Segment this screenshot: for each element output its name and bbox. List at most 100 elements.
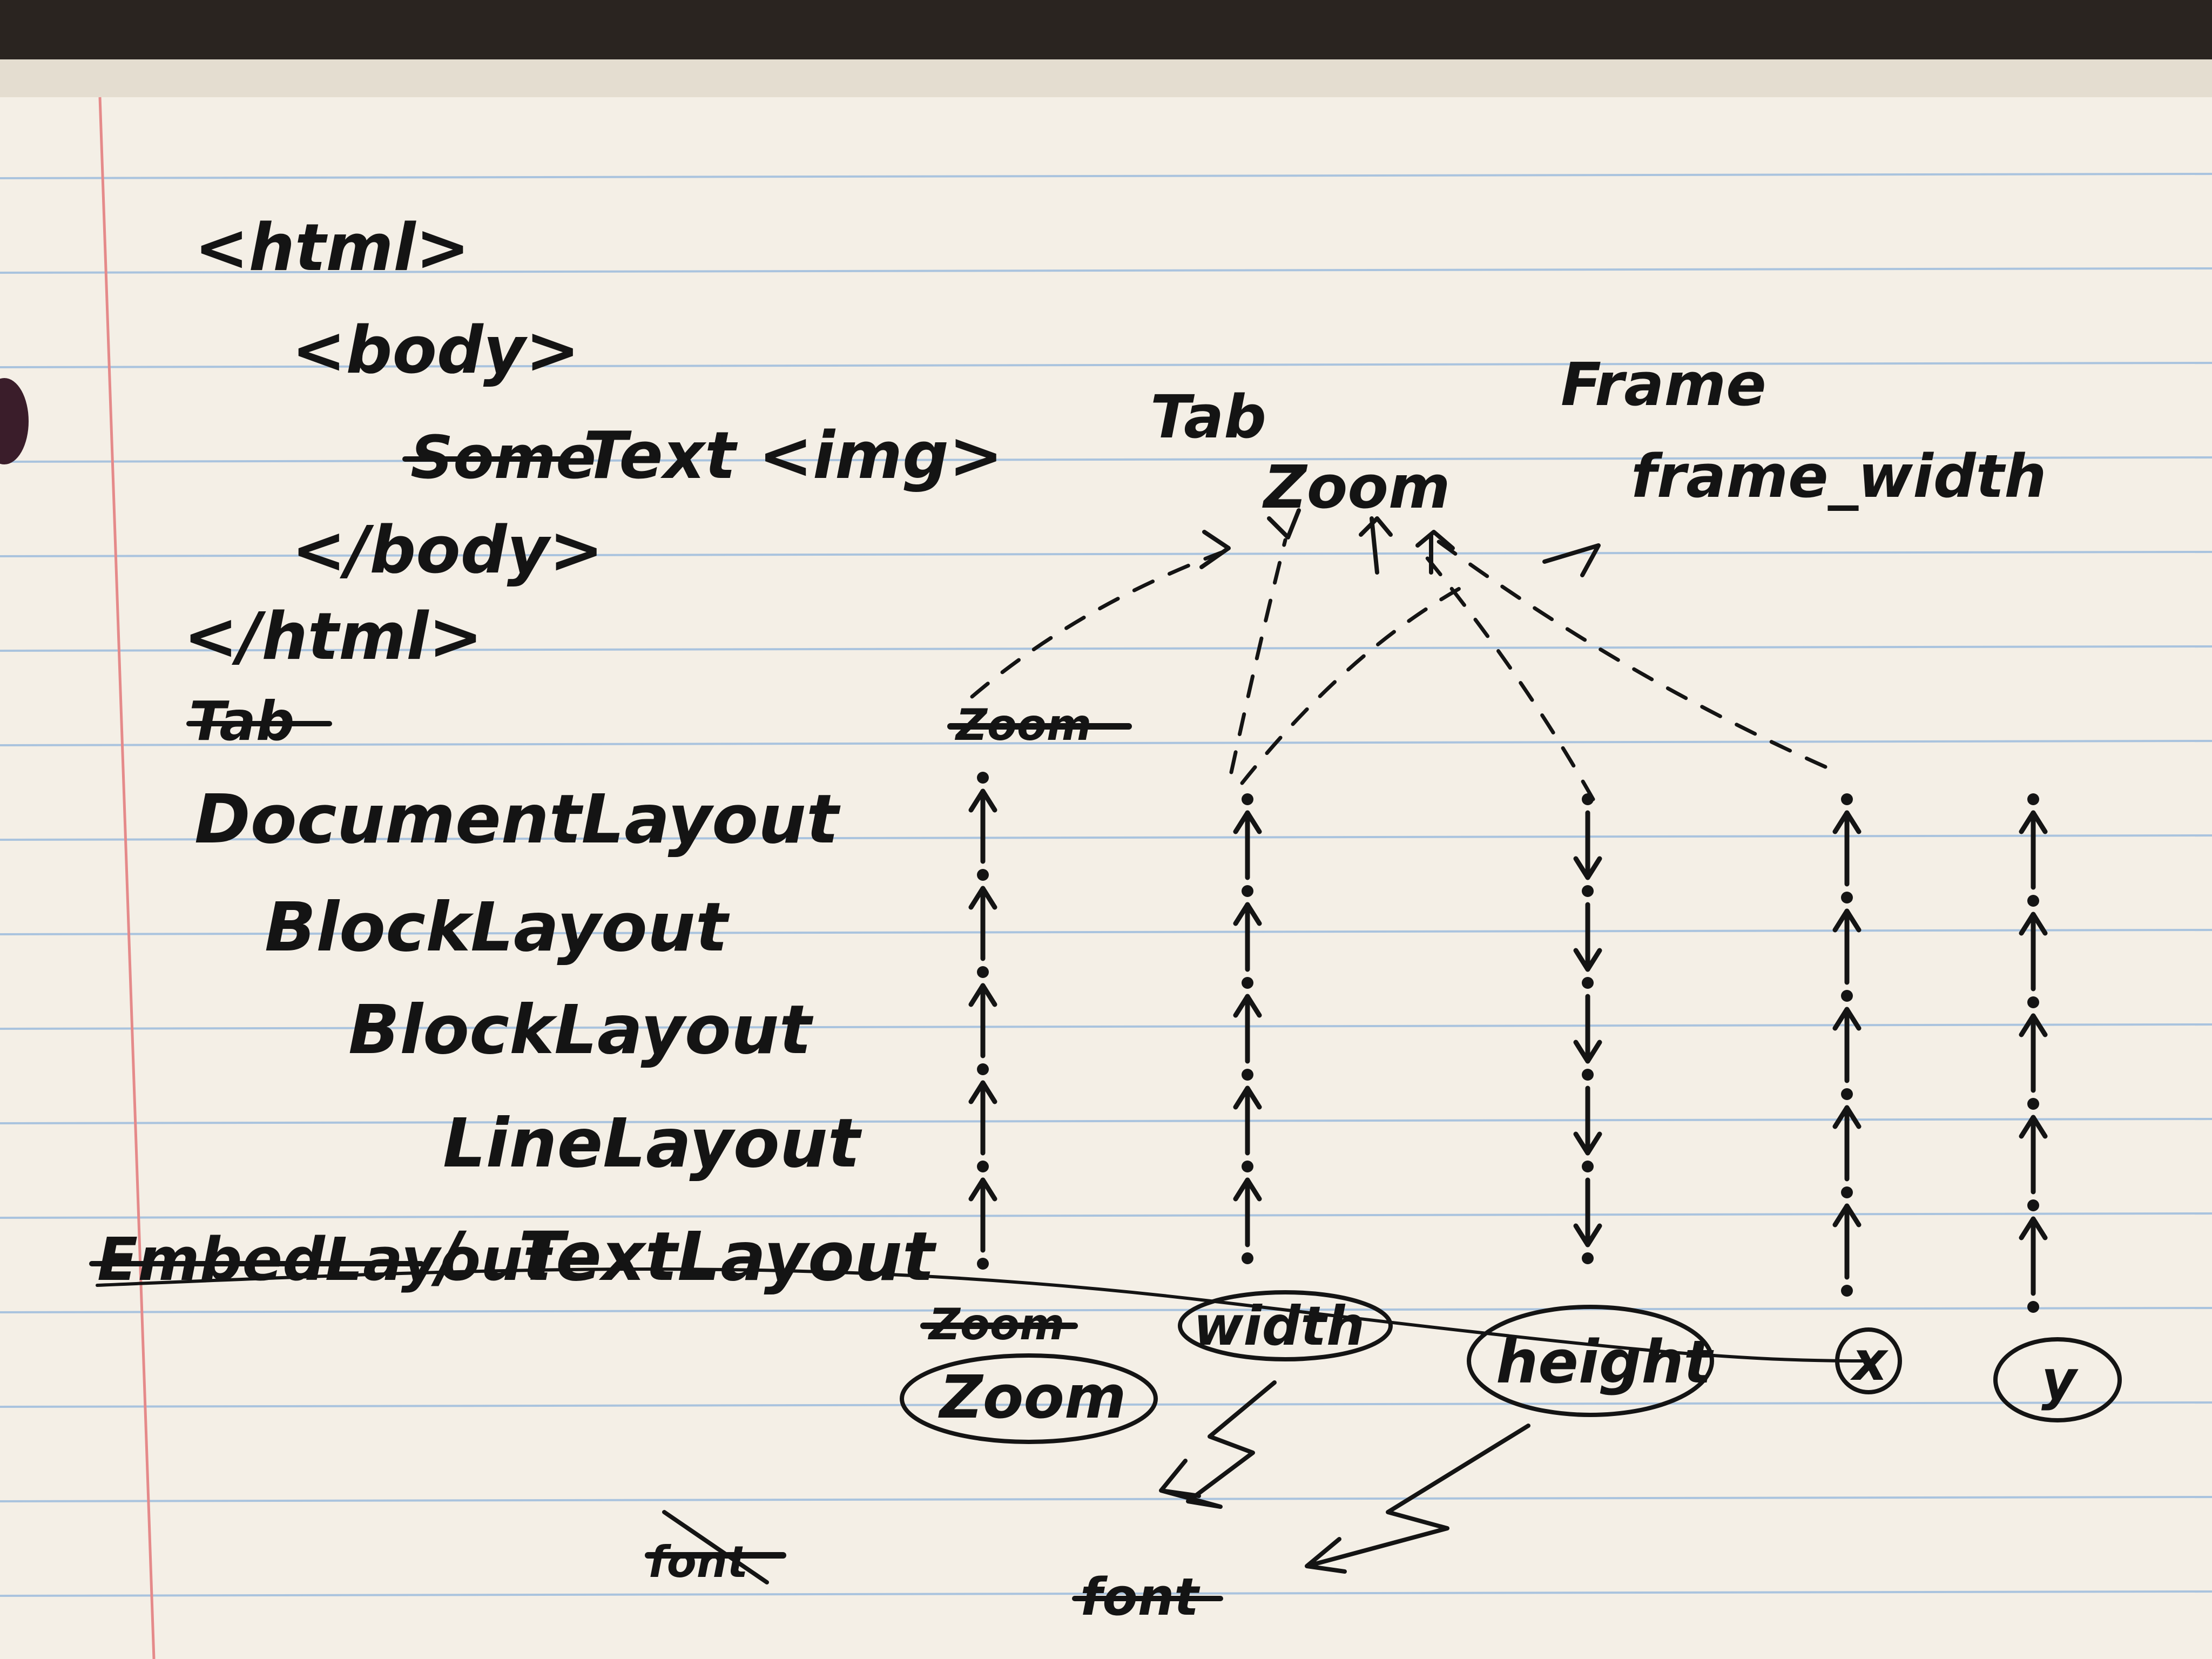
chain-dot bbox=[1841, 990, 1853, 1002]
rule-line bbox=[0, 740, 2212, 746]
rule-line bbox=[0, 362, 2212, 368]
block-layout-label-2: BlockLayout bbox=[348, 991, 814, 1069]
html-open-tag: <html> bbox=[194, 211, 470, 286]
chain-arrowhead bbox=[2019, 912, 2048, 936]
rule-line bbox=[0, 929, 2212, 935]
chain-dot bbox=[2027, 1199, 2039, 1211]
chain-arrowhead bbox=[1832, 908, 1862, 933]
chain-arrowhead bbox=[1233, 1085, 1262, 1110]
zigzag-arrow-height-to-font bbox=[1305, 1424, 1530, 1574]
body-content: Text <img> bbox=[583, 419, 1003, 494]
margin-line bbox=[98, 97, 156, 1659]
font-crossed-left: font bbox=[645, 1510, 786, 1587]
width-field-ellipse bbox=[1178, 1290, 1393, 1361]
tab-crossed: Tab bbox=[186, 690, 332, 753]
chain-dot bbox=[1242, 977, 1253, 989]
html-close-tag: </html> bbox=[184, 599, 483, 675]
document-layout-label: DocumentLayout bbox=[194, 780, 841, 859]
y-field-ellipse bbox=[1993, 1337, 2122, 1422]
chain-dot bbox=[1242, 885, 1253, 897]
dependency-arrowhead bbox=[1199, 530, 1231, 569]
dependency-chains bbox=[968, 772, 2048, 1313]
chain-dot bbox=[2027, 996, 2039, 1008]
chain-dot bbox=[1582, 885, 1594, 897]
chain-dot bbox=[2027, 1301, 2039, 1313]
body-close-tag: </body> bbox=[292, 513, 603, 588]
block-layout-label-1: BlockLayout bbox=[265, 888, 730, 967]
dependency-dash bbox=[1424, 554, 1595, 801]
chain-dot bbox=[977, 1063, 989, 1075]
zigzag-arrow-width-to-font bbox=[1159, 1380, 1277, 1509]
paper-top-strip bbox=[0, 59, 2212, 97]
svg-text:font: font bbox=[648, 1537, 750, 1587]
zoom-field: Zoom bbox=[938, 1363, 1127, 1432]
chain-dot bbox=[977, 1161, 989, 1172]
binder-hole bbox=[0, 378, 29, 464]
chain-arrowhead bbox=[1832, 1203, 1862, 1228]
chain-dot bbox=[1582, 793, 1594, 805]
chain-arrowhead bbox=[1233, 902, 1262, 926]
zoom-field-ellipse bbox=[900, 1353, 1158, 1444]
chain-dot bbox=[1841, 1285, 1853, 1297]
width-field: width bbox=[1193, 1294, 1365, 1358]
chain-arrowhead bbox=[968, 983, 997, 1007]
chain-dot bbox=[1242, 1252, 1253, 1264]
chain-arrowhead bbox=[1573, 1223, 1602, 1247]
chain-dot bbox=[977, 1258, 989, 1270]
rule-line bbox=[0, 173, 2212, 179]
chain-dot bbox=[1582, 977, 1594, 989]
frame-width-source-label: frame_width bbox=[1631, 442, 2047, 511]
rule-line bbox=[0, 1590, 2212, 1597]
y-field: y bbox=[2041, 1348, 2079, 1412]
rule-line bbox=[0, 456, 2212, 463]
chain-arrowhead bbox=[1233, 994, 1262, 1018]
body-open-tag: <body> bbox=[292, 313, 580, 388]
chain-dot bbox=[1242, 793, 1253, 805]
chain-dot bbox=[2027, 793, 2039, 805]
body-content-crossed: Some bbox=[402, 423, 596, 492]
chain-arrowhead bbox=[968, 886, 997, 910]
dependency-arrowhead bbox=[1359, 516, 1393, 575]
rule-line bbox=[0, 1023, 2212, 1030]
height-field: height bbox=[1496, 1327, 1714, 1397]
chain-arrowhead bbox=[1573, 1131, 1602, 1156]
dependency-dash bbox=[970, 549, 1228, 699]
chain-arrowhead bbox=[968, 788, 997, 813]
chain-dot bbox=[977, 772, 989, 784]
frame-source-label: Frame bbox=[1561, 350, 1766, 419]
dependency-arrows bbox=[970, 508, 1827, 801]
rule-line bbox=[0, 1496, 2212, 1502]
rule-line bbox=[0, 1401, 2212, 1408]
font-crossed: font bbox=[1072, 1568, 1223, 1627]
tab-source-label: Tab bbox=[1150, 382, 1266, 451]
chain-arrowhead bbox=[968, 1080, 997, 1104]
chain-dot bbox=[2027, 895, 2039, 907]
text-layout-label: TextLayout bbox=[518, 1218, 937, 1296]
chain-dot bbox=[2027, 1098, 2039, 1110]
chain-arrowhead bbox=[2019, 1216, 2048, 1240]
dependency-dash bbox=[1229, 538, 1287, 774]
x-field-circle bbox=[1835, 1327, 1902, 1394]
chain-arrowhead bbox=[1832, 1007, 1862, 1031]
rule-line bbox=[0, 1118, 2212, 1124]
chain-arrowhead bbox=[1233, 1177, 1262, 1202]
zoom-crossed-bottom: Zoom bbox=[920, 1299, 1078, 1350]
dependency-dash bbox=[1240, 581, 1471, 785]
chain-dot bbox=[977, 966, 989, 978]
rule-line bbox=[0, 645, 2212, 652]
notebook-page bbox=[0, 81, 2212, 1659]
rule-line bbox=[0, 1307, 2212, 1313]
chain-arrowhead bbox=[1233, 810, 1262, 834]
x-field: x bbox=[1850, 1330, 1889, 1393]
chain-dot bbox=[1242, 1069, 1253, 1081]
chain-dot bbox=[1582, 1161, 1594, 1172]
chain-dot bbox=[1582, 1252, 1594, 1264]
rule-line bbox=[0, 551, 2212, 557]
ruled-lines bbox=[0, 173, 2212, 1597]
chain-dot bbox=[1841, 1186, 1853, 1198]
chain-dot bbox=[1582, 1069, 1594, 1081]
chain-arrowhead bbox=[2019, 1013, 2048, 1037]
rule-line bbox=[0, 834, 2212, 841]
chain-dot bbox=[1841, 892, 1853, 903]
chain-arrowhead bbox=[1832, 1105, 1862, 1129]
